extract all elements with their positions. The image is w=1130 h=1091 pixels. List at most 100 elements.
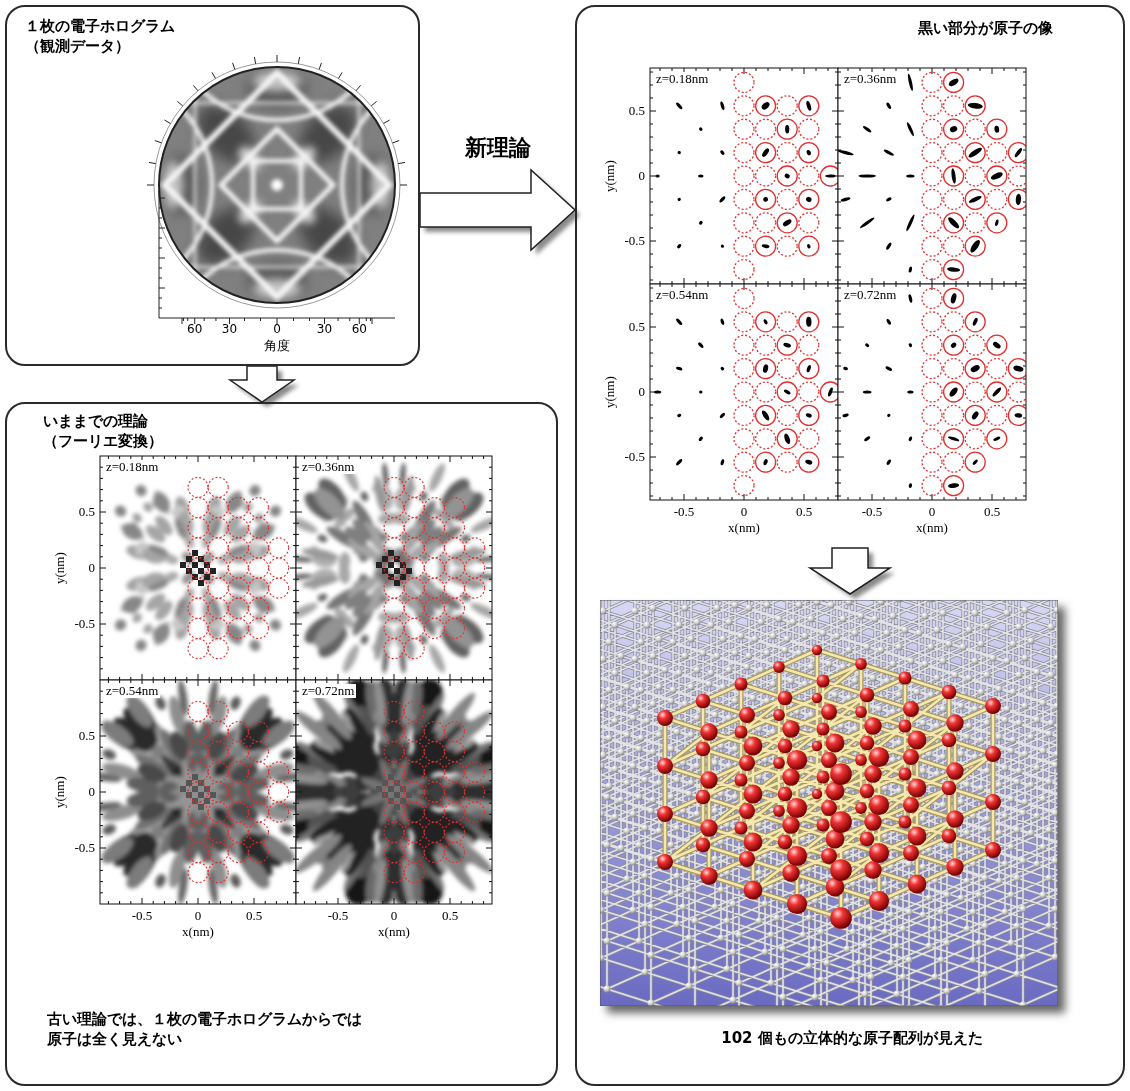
atom-arrangement-3d [1010, 641, 1017, 648]
atom-arrangement-3d [1028, 830, 1035, 837]
atom-arrangement-3d [906, 909, 913, 916]
fourier-plot [444, 558, 464, 578]
atom-image-plot [734, 312, 754, 332]
atom-arrangement-3d [720, 636, 727, 643]
atom-image-plot [784, 173, 791, 179]
atom-image-plot [719, 195, 727, 203]
atom-arrangement-3d [850, 929, 857, 936]
atom-image-plot [858, 174, 876, 177]
panel: １枚の電子ホログラム （観測データ） [5, 5, 420, 366]
atom-arrangement-3d [600, 763, 605, 770]
atom-arrangement-3d [692, 918, 699, 925]
atom-arrangement-3d [1008, 796, 1015, 803]
fourier-plot [228, 762, 248, 782]
fourier-plot [444, 842, 464, 862]
atom-arrangement-3d [656, 828, 663, 835]
atom-arrangement-3d [846, 600, 853, 606]
atom-arrangement-3d [855, 706, 867, 718]
atom-arrangement-3d [744, 881, 763, 900]
atom-arrangement-3d [662, 667, 669, 674]
atom-image-plot [756, 143, 776, 163]
atom-arrangement-3d [736, 980, 743, 987]
fourier-plot [377, 512, 398, 526]
atom-arrangement-3d [1052, 954, 1059, 961]
atom-arrangement-3d [638, 639, 645, 646]
atom-arrangement-3d [908, 779, 927, 798]
fourier-plot [143, 522, 169, 546]
fourier-plot [404, 477, 424, 497]
fourier-plot [133, 637, 149, 653]
atom-image-plot [922, 166, 942, 186]
atom-arrangement-3d [648, 808, 655, 815]
atom-arrangement-3d [644, 718, 651, 725]
fourier-plot [384, 722, 404, 742]
atom-arrangement-3d [869, 891, 889, 911]
atom-arrangement-3d [985, 746, 1001, 762]
atom-image-plot [838, 68, 1026, 284]
atom-arrangement-3d [806, 915, 813, 922]
atom-arrangement-3d [787, 750, 807, 770]
fourier-plot [198, 568, 204, 574]
atom-arrangement-3d [694, 667, 701, 674]
electron-hologram [0, 0, 562, 470]
fourier-plot [228, 802, 248, 822]
fourier-plot [413, 516, 439, 544]
fourier-plot [228, 822, 248, 842]
block-arrow [810, 548, 890, 594]
fourier-plot [404, 722, 424, 742]
atom-image-plot [650, 68, 838, 284]
atom-image-plot [994, 219, 999, 226]
fourier-plot [384, 742, 404, 762]
fourier-plot [404, 802, 424, 822]
fourier-plot [444, 618, 464, 638]
fourier-plot [248, 538, 268, 558]
atom-arrangement-3d [612, 814, 619, 821]
atom-arrangement-3d [718, 935, 725, 942]
fourier-plot [384, 518, 404, 538]
fourier-plot [316, 592, 328, 602]
atom-arrangement-3d [724, 966, 731, 973]
atom-image-plot [908, 294, 913, 303]
fourier-plot [382, 792, 388, 798]
axis-title: x(nm) [728, 521, 760, 535]
atom-arrangement-3d [1002, 909, 1009, 916]
atom-image-plot [922, 119, 942, 139]
electron-hologram [147, 55, 407, 324]
atom-image-plot [734, 476, 754, 496]
fourier-plot [228, 498, 248, 518]
panel-heading: いままでの理論 （フーリエ変換） [43, 412, 169, 451]
atom-arrangement-3d [944, 940, 951, 947]
fourier-plot [468, 600, 492, 622]
atom-arrangement-3d [864, 813, 881, 830]
atom-image-plot [777, 96, 797, 116]
atom-image-plot [760, 409, 770, 421]
atom-arrangement-3d [942, 829, 957, 844]
fourier-plot [146, 542, 170, 558]
fourier-plot [188, 742, 208, 762]
atom-arrangement-3d [830, 859, 852, 881]
atom-image-plot [806, 364, 812, 372]
atom-arrangement-3d [734, 677, 747, 690]
atom-arrangement-3d [694, 811, 701, 818]
atom-arrangement-3d [900, 926, 907, 933]
atom-image-plot [676, 243, 682, 249]
atom-image-plot [756, 213, 776, 233]
fourier-plot [287, 456, 500, 680]
atom-image-plot [838, 68, 1026, 284]
fourier-plot [186, 792, 192, 798]
atom-arrangement-3d [787, 846, 807, 866]
atom-image-plot [1015, 193, 1021, 205]
atom-arrangement-3d [869, 843, 889, 863]
atom-arrangement-3d [1054, 703, 1059, 710]
fourier-plot [382, 568, 388, 574]
fourier-plot [259, 716, 296, 751]
atom-arrangement-3d [864, 861, 881, 878]
atom-image-plot [756, 96, 776, 116]
atom-image-plot [799, 166, 819, 186]
fourier-plot [296, 797, 329, 813]
fourier-plot [188, 618, 208, 638]
atom-arrangement-3d [821, 704, 837, 720]
atom-image-plot [734, 96, 754, 116]
axis-tick-label: 0.5 [796, 505, 812, 519]
atom-arrangement-3d [1040, 844, 1047, 851]
